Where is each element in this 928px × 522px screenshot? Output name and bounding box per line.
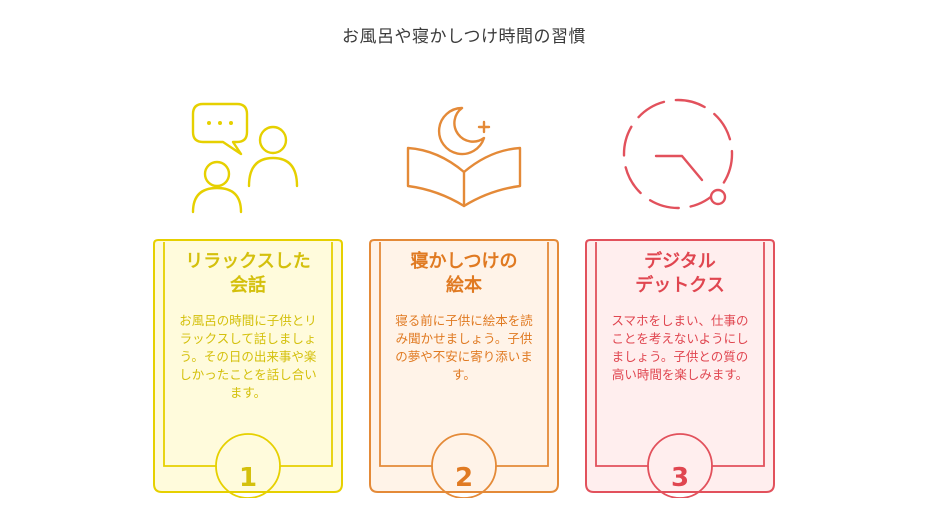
clock-icon: [622, 98, 734, 210]
card-frame: [369, 239, 559, 498]
diagram-title: お風呂や寝かしつけ時間の習慣: [342, 27, 586, 47]
step-description: 寝る前に子供に絵本を読み聞かせましょう。子供の夢や不安に寄り添います。: [395, 313, 533, 382]
step-card-3: デジタル デットクス スマホをしまい、仕事のことを考えないようにしましょう。子供…: [582, 236, 778, 498]
card-frame: [585, 239, 775, 498]
step-heading: リラックスした 会話: [185, 251, 311, 296]
card-frame: [153, 239, 343, 498]
step-number: 2: [454, 463, 474, 493]
step-heading: デジタル デットクス: [635, 251, 725, 296]
conversation-icon: [191, 102, 299, 214]
step-description: お風呂の時間に子供とリラックスして話しましょう。その日の出来事や楽しかったことを…: [179, 313, 317, 400]
step-card-2: 寝かしつけの 絵本 寝る前に子供に絵本を読み聞かせましょう。子供の夢や不安に寄り…: [366, 236, 562, 498]
step-card-1: リラックスした 会話 お風呂の時間に子供とリラックスして話しましょう。その日の出…: [150, 236, 346, 498]
moon-book-icon: [406, 106, 522, 208]
step-number: 3: [670, 463, 690, 493]
step-description: スマホをしまい、仕事のことを考えないようにしましょう。子供との質の高い時間を楽し…: [611, 313, 749, 382]
step-heading: 寝かしつけの 絵本: [410, 251, 518, 296]
step-number: 1: [238, 463, 258, 493]
